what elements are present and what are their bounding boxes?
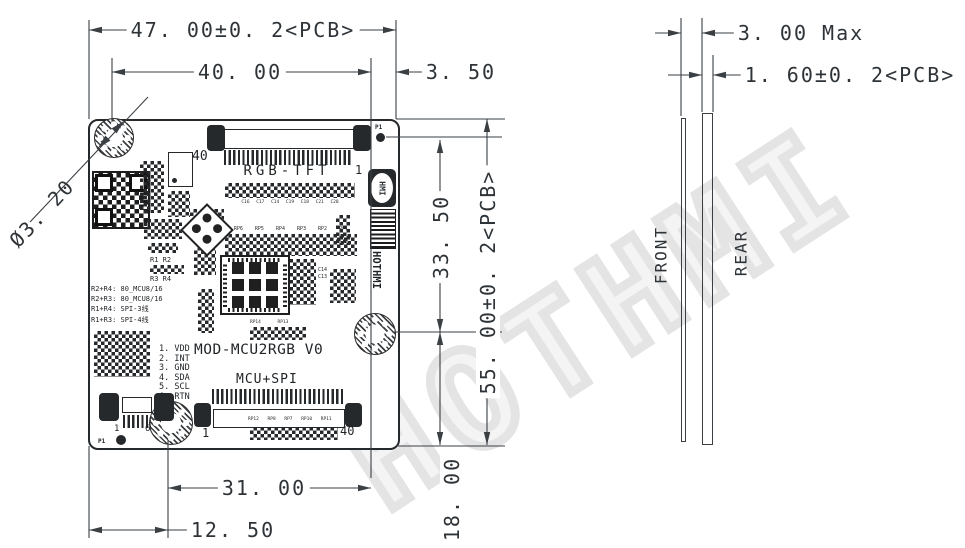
dim-bottom-inner: 31. 00 bbox=[217, 476, 311, 500]
rp-bottom-labels: RP12 RP8 RP7 RP10 RP11 bbox=[248, 417, 332, 422]
rp-mid-pads bbox=[250, 327, 306, 340]
rp-mid-labels: RP14 RP13 bbox=[250, 320, 289, 325]
mounting-hole-top-left bbox=[94, 118, 134, 158]
side-view-front-bar bbox=[681, 118, 686, 442]
pin-list-item: 4. SDA bbox=[159, 372, 190, 383]
option-line: R2+R3: 80_MCU8/16 bbox=[91, 295, 163, 304]
component-cluster bbox=[330, 269, 356, 303]
bottom-pad-row bbox=[250, 427, 338, 440]
dim-hole-diameter: Ø3. 20 bbox=[4, 174, 80, 252]
bottom-connector-pin40-label: 40 bbox=[340, 424, 355, 438]
dim-width-pcb: 47. 00±0. 2<PCB> bbox=[126, 18, 360, 42]
component-cluster bbox=[144, 219, 182, 239]
top-connector-housing bbox=[224, 129, 354, 149]
pin-list-item: 5. SCL bbox=[159, 382, 190, 393]
side-cap-label: C14 bbox=[318, 267, 328, 273]
option-line: R1+R3: SPI-4线 bbox=[91, 315, 149, 324]
rp-row-labels: RP6 RP5 RP4 RP3 RP2 RP1 bbox=[233, 226, 349, 232]
option-line: R1+R4: SPI-3线 bbox=[91, 305, 149, 314]
board-title: MOD-MCU2RGB V0 bbox=[194, 342, 324, 358]
aux-pin1-label: 1 bbox=[114, 424, 120, 434]
side-view-rear-bar bbox=[702, 113, 713, 445]
aux-connector-latch-right bbox=[154, 393, 174, 421]
component-cluster bbox=[198, 289, 214, 333]
bottom-connector-latch-right bbox=[345, 403, 362, 427]
p1-label-top: P1 bbox=[375, 124, 383, 131]
aux-connector-latch-left bbox=[99, 393, 119, 421]
p1-hole-bottom bbox=[116, 435, 126, 445]
rp-row-pads bbox=[225, 234, 357, 256]
barcode bbox=[370, 209, 396, 249]
side-label-front: FRONT bbox=[651, 225, 671, 285]
dim-offset-right: 3. 50 bbox=[421, 60, 501, 84]
bottom-connector-pin1-label: 1 bbox=[202, 426, 210, 440]
aux-connector-pins bbox=[123, 415, 151, 428]
dim-bottom-offset: 12. 50 bbox=[186, 518, 280, 542]
hothmi-vertical-text: HOTHMI bbox=[370, 251, 382, 289]
p1-hole-top bbox=[376, 133, 385, 142]
dim-height-lower: 18. 00 bbox=[440, 452, 464, 546]
bottom-connector-latch-left bbox=[194, 403, 211, 427]
top-connector-pins bbox=[224, 150, 352, 165]
dim-thickness-max: 3. 00 Max bbox=[733, 21, 869, 45]
dim-height-upper: 33. 50 bbox=[429, 190, 453, 284]
component-cluster bbox=[286, 259, 316, 305]
pin-list: 1. VDD 2. INT 3. GND 4. SDA 5. SCL 6. RT… bbox=[159, 344, 190, 403]
component-cluster bbox=[94, 331, 150, 377]
dim-width-inner: 40. 00 bbox=[193, 60, 287, 84]
capacitor-row bbox=[225, 183, 355, 198]
dim-height-pcb: 55. 00±0. 2<PCB> bbox=[476, 165, 500, 399]
pin-list-item: 2. INT bbox=[159, 353, 190, 364]
side-cap-label: C13 bbox=[318, 274, 328, 280]
main-chip bbox=[220, 255, 290, 315]
capacitor-labels: C16 C17 C14 C19 C18 C21 C20 bbox=[241, 200, 339, 205]
mounting-hole-mid-right bbox=[354, 313, 396, 355]
top-connector-latch-left bbox=[207, 125, 225, 151]
component-cluster bbox=[194, 247, 216, 275]
component-cluster bbox=[168, 191, 190, 217]
aux-connector-body bbox=[122, 397, 152, 413]
hothmi-logo: HMI bbox=[368, 169, 396, 207]
p1-label-bottom: P1 bbox=[98, 438, 106, 445]
side-label-rear: REAR bbox=[731, 229, 751, 277]
option-line: R2+R4: 80_MCU8/16 bbox=[91, 285, 163, 293]
component-cluster bbox=[336, 215, 350, 245]
pin-list-item: 3. GND bbox=[159, 363, 190, 374]
component-cluster bbox=[140, 161, 164, 213]
r-jumper-pads bbox=[150, 265, 184, 274]
r-labels-bottom: R3 R4 bbox=[150, 275, 172, 283]
component-cluster bbox=[148, 243, 178, 253]
pin-list-item: 6. RTN bbox=[159, 391, 190, 402]
hothmi-logo-text: HMI bbox=[377, 180, 387, 196]
bottom-connector-name: MCU+SPI bbox=[236, 372, 298, 387]
small-ic bbox=[168, 152, 193, 187]
top-connector-latch-right bbox=[353, 125, 371, 151]
option-table: R2+R4: 80_MCU8/16 R2+R3: 80_MCU8/16 R1+R… bbox=[91, 284, 163, 325]
r-labels-top: R1 R2 bbox=[150, 256, 172, 264]
top-connector-pin40-label: 40 bbox=[192, 149, 208, 164]
aux-pin6-label: 6 bbox=[145, 424, 151, 434]
top-connector-pin1-label: 1 bbox=[355, 163, 363, 177]
pcb-board: 40 1 RGB-TFT P1 C16 C17 C14 C19 C18 C21 … bbox=[88, 118, 400, 450]
bottom-connector-pins bbox=[212, 389, 344, 404]
pin-list-item: 1. VDD bbox=[159, 344, 190, 354]
top-connector-name: RGB-TFT bbox=[243, 163, 331, 179]
dim-thickness-pcb: 1. 60±0. 2<PCB> bbox=[740, 63, 960, 87]
